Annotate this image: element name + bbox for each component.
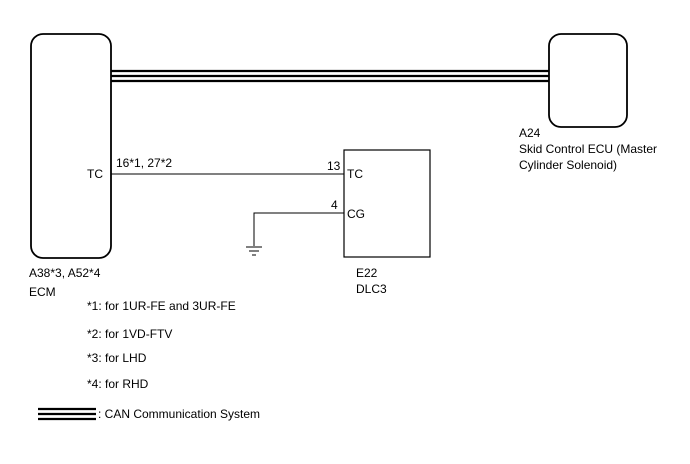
note-2: *2: for 1VD-FTV [87,327,172,341]
cg-wire [253,212,344,246]
ecm-name-label: ECM [29,285,56,299]
note-3: *3: for LHD [87,351,147,365]
can-bus-line [111,69,549,83]
ecm-pin-tc-label: TC [87,167,103,181]
ground-icon [246,246,262,256]
ecm-connector-label: A38*3, A52*4 [29,266,101,280]
skid-ecu-connector-label: A24 [519,126,541,140]
skid-control-ecu-block [548,33,628,128]
dlc3-block [343,149,431,258]
dlc3-pin-cg-label: CG [347,207,365,221]
dlc3-pin-13-number: 13 [327,159,341,173]
dlc3-name-label: DLC3 [356,282,387,296]
note-4: *4: for RHD [87,377,149,391]
dlc3-connector-label: E22 [356,266,378,280]
can-legend-label: : CAN Communication System [98,407,260,421]
ecm-block [30,33,112,259]
ecm-pin-numbers: 16*1, 27*2 [116,156,172,170]
dlc3-pin-4-number: 4 [331,198,338,212]
skid-ecu-name-line2: Cylinder Solenoid) [519,158,617,172]
note-1: *1: for 1UR-FE and 3UR-FE [87,299,236,313]
dlc3-pin-tc-label: TC [347,167,363,181]
skid-ecu-name-line1: Skid Control ECU (Master [519,142,657,156]
can-legend-symbol [38,407,96,421]
